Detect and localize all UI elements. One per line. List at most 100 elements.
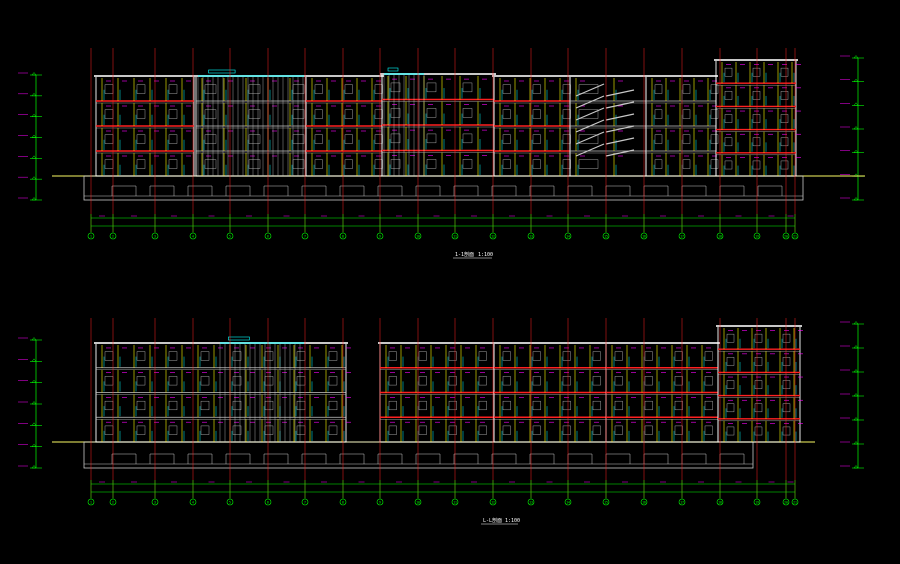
window-opening <box>136 400 146 411</box>
basement-opening <box>491 453 517 464</box>
level-symbol <box>31 176 37 180</box>
axis-label: 9 <box>379 235 381 239</box>
basement-opening <box>263 453 289 464</box>
window-opening <box>374 159 383 169</box>
window-opening <box>478 425 487 435</box>
axis-label: 14 <box>566 501 570 505</box>
window-opening <box>704 351 713 361</box>
label-box <box>208 69 236 74</box>
basement-opening <box>453 185 479 196</box>
level-symbol <box>31 443 37 447</box>
window-opening <box>562 84 571 94</box>
window-opening <box>752 67 761 77</box>
axis-bubble <box>489 232 497 240</box>
axis-bubble <box>226 232 234 240</box>
axis-label: 19 <box>755 501 759 505</box>
window-opening <box>426 159 437 169</box>
label-box <box>228 336 250 341</box>
window-opening <box>780 160 789 170</box>
window-opening <box>200 376 210 386</box>
window-opening <box>592 376 601 386</box>
window-opening <box>578 159 599 169</box>
building-section-1 <box>52 59 865 201</box>
window-opening <box>532 376 541 386</box>
level-symbol <box>31 358 37 362</box>
stair-flight <box>575 107 605 121</box>
window-opening <box>478 376 487 386</box>
window-opening <box>710 134 719 144</box>
window-opening <box>754 333 763 343</box>
window-opening <box>726 380 735 389</box>
stair-flight <box>575 143 605 157</box>
basement-opening <box>111 453 137 464</box>
window-opening <box>654 159 663 169</box>
window-opening <box>344 109 353 119</box>
axis-bubble <box>602 232 610 240</box>
window-opening <box>562 400 571 411</box>
window-opening <box>754 357 763 366</box>
axis-label: 3 <box>154 235 156 239</box>
basement-opening <box>263 185 289 196</box>
axis-label: 15 <box>604 501 608 505</box>
level-symbol <box>853 441 859 445</box>
window-opening <box>578 134 599 144</box>
window-opening <box>168 351 178 361</box>
window-opening <box>136 159 146 169</box>
axis-label: 19 <box>755 235 759 239</box>
level-symbol <box>853 465 859 469</box>
axis-bubble <box>109 498 117 506</box>
window-opening <box>168 84 178 94</box>
basement-opening <box>149 453 175 464</box>
window-opening <box>754 426 763 436</box>
window-opening <box>754 403 763 413</box>
window-opening <box>782 333 791 343</box>
section-2-caption: L-L剖面 <box>483 517 502 524</box>
window-opening <box>448 425 457 435</box>
axis-bubble <box>151 498 159 506</box>
level-symbol <box>31 401 37 405</box>
window-opening <box>562 351 571 361</box>
window-opening <box>654 109 663 119</box>
axis-label: 11 <box>453 501 457 505</box>
axis-bubble <box>678 498 686 506</box>
window-opening <box>532 109 541 119</box>
window-opening <box>462 133 473 144</box>
label-box <box>387 67 399 72</box>
window-opening <box>248 134 261 144</box>
basement-opening <box>757 185 783 196</box>
window-opening <box>614 400 623 411</box>
axis-bubble <box>753 498 761 506</box>
stair-flight <box>605 89 635 97</box>
window-opening <box>344 134 353 144</box>
level-symbol <box>853 417 859 421</box>
window-opening <box>462 82 473 93</box>
window-opening <box>204 159 217 169</box>
window-opening <box>418 400 427 411</box>
window-opening <box>704 376 713 386</box>
window-opening <box>426 108 437 118</box>
basement-opening <box>149 185 175 196</box>
window-opening <box>314 134 323 144</box>
window-opening <box>390 159 401 169</box>
basement-opening <box>491 185 517 196</box>
window-opening <box>344 84 353 94</box>
stair-flight <box>605 149 635 157</box>
window-opening <box>782 403 791 413</box>
window-opening <box>674 425 683 435</box>
axis-bubble <box>791 232 799 240</box>
axis-label: 10 <box>416 235 420 239</box>
axis-bubble <box>489 498 497 506</box>
axis-label: 3 <box>154 501 156 505</box>
window-opening <box>780 137 789 147</box>
axis-label: 2 <box>112 235 114 239</box>
axis-label: 21 <box>793 235 797 239</box>
window-opening <box>754 380 763 389</box>
window-opening <box>644 425 653 435</box>
window-opening <box>592 425 601 435</box>
window-opening <box>782 357 791 366</box>
level-symbol <box>853 149 859 153</box>
window-opening <box>136 84 146 94</box>
